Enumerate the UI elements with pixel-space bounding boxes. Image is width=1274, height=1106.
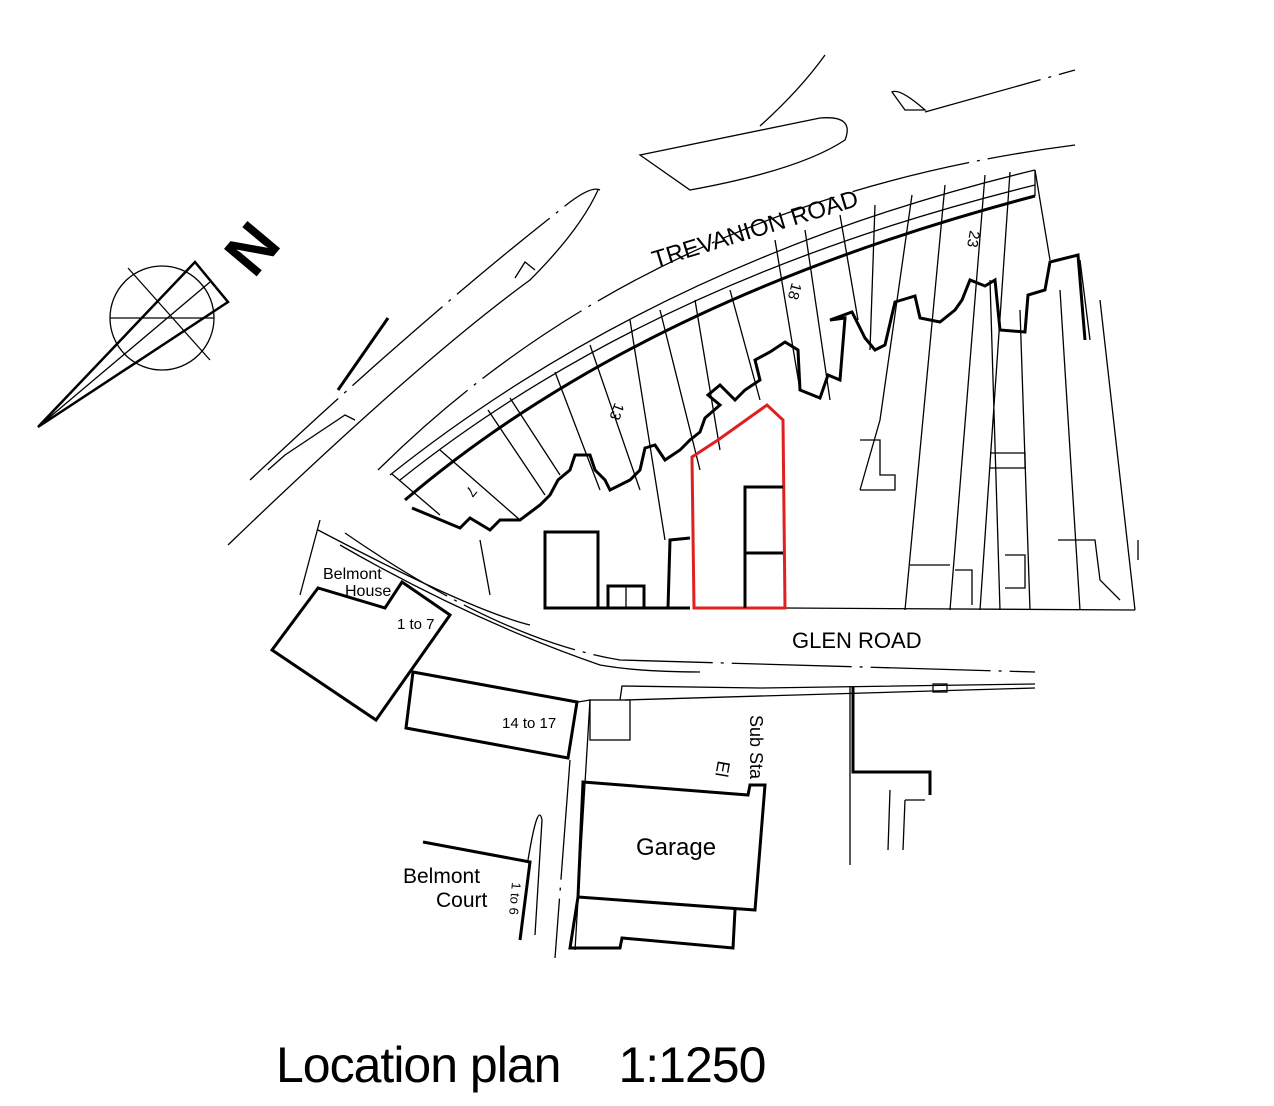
belmont-house-label-line1: Belmont — [323, 566, 382, 583]
glen-road-label: GLEN ROAD — [792, 628, 922, 653]
plot-boundary — [479, 539, 491, 596]
site-boundary — [690, 403, 787, 610]
path-edge — [299, 519, 321, 596]
building-outline — [990, 452, 1026, 469]
terrace-front-line — [399, 184, 1036, 481]
road-edge — [344, 532, 1036, 673]
building-outline — [932, 683, 948, 693]
building-outline — [543, 530, 600, 610]
north-arrow-icon: N — [37, 210, 294, 429]
road-edge — [339, 544, 701, 673]
plan-caption: Location plan 1:1250 — [276, 1036, 766, 1094]
boundary-line — [849, 686, 925, 865]
plot-boundaries — [391, 169, 1136, 611]
boundary-line — [619, 683, 1036, 701]
garage-annex-outline — [568, 896, 737, 950]
path-edge — [514, 261, 536, 279]
feature-outline — [759, 54, 826, 127]
terrace-frontage — [404, 194, 1036, 502]
el-label: El — [711, 759, 733, 778]
building-outline — [1058, 539, 1121, 601]
house-number-13: 13 — [606, 401, 628, 422]
feature-outline — [891, 90, 927, 111]
path-edge — [267, 414, 356, 471]
label-1-to-6: 1 to 6 — [506, 882, 524, 916]
label-14-to-17: 14 to 17 — [502, 715, 556, 732]
lane-edge — [554, 759, 571, 959]
sub-station-label: Sub Sta — [746, 715, 766, 780]
road-edge — [317, 529, 531, 626]
building-outline — [851, 686, 932, 795]
house-number-7: 7 — [462, 482, 480, 499]
building-outline — [860, 439, 896, 491]
rear-building-outline — [411, 253, 1087, 532]
wall-line — [336, 317, 390, 391]
feature-outline — [638, 117, 848, 191]
belmont-court-label-line2: Court — [436, 889, 488, 912]
belmont-house-label-line2: House — [345, 583, 391, 600]
boundary-line — [527, 814, 543, 936]
building-outline — [910, 564, 973, 605]
road-edge — [377, 144, 1076, 471]
path-edge — [249, 188, 601, 481]
house-number-23: 23 — [963, 229, 983, 248]
house-number-18: 18 — [784, 281, 805, 302]
building-outline — [666, 536, 691, 609]
building-outline — [589, 699, 631, 741]
boundary-line — [924, 69, 1076, 113]
building-outline — [1005, 554, 1026, 589]
plan-scale: 1:1250 — [618, 1037, 766, 1093]
garage-label: Garage — [636, 834, 716, 861]
boundary-line — [624, 687, 1036, 701]
frontage-line — [784, 607, 1136, 611]
north-label: N — [212, 210, 294, 289]
belmont-court-label-line1: Belmont — [403, 865, 480, 888]
building-14-to-17 — [404, 670, 579, 760]
path-edge — [227, 189, 599, 546]
plan-title: Location plan — [276, 1037, 561, 1093]
road-edge — [389, 169, 1036, 476]
label-1-to-7: 1 to 7 — [397, 616, 435, 633]
belmont-court-outline — [422, 840, 532, 941]
belmont-house-outline — [269, 579, 453, 723]
